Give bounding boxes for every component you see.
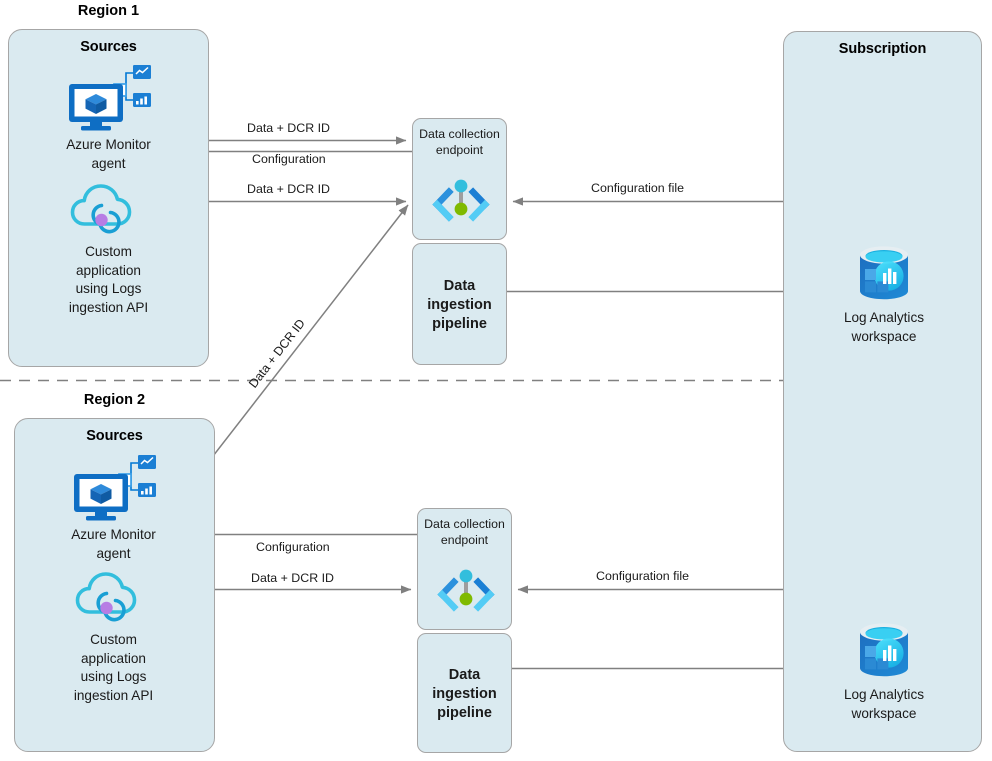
subscription-title: Subscription — [838, 41, 927, 57]
edge-label-cross-region-data-dcr: Data + DCR ID — [246, 316, 308, 391]
pipeline-2-caption: Data ingestion pipeline — [432, 667, 497, 721]
edge-label-r1-configuration-file: Configuration file — [591, 181, 684, 195]
log-analytics-workspace-icon — [852, 242, 916, 306]
edge-label-r2-data-dcr: Data + DCR ID — [251, 571, 334, 585]
data-collection-endpoint-2-box: Data collection endpoint — [417, 508, 512, 630]
log-analytics-workspace-1-caption: Log Analytics workspace — [843, 310, 925, 344]
dce-2-caption: Data collection endpoint — [424, 517, 505, 547]
region-2-label: Region 2 — [83, 392, 146, 408]
edge-label-r2-configuration: Configuration — [256, 540, 330, 554]
azure-monitor-agent-1-caption: Azure Monitor agent — [66, 137, 151, 171]
edge-label-r2-configuration-file: Configuration file — [596, 569, 689, 583]
data-collection-endpoint-icon — [431, 174, 491, 232]
log-analytics-workspace-2-caption: Log Analytics workspace — [843, 687, 925, 721]
log-analytics-workspace-icon — [852, 619, 916, 683]
edge-label-r1-data-dcr-bottom: Data + DCR ID — [247, 182, 330, 196]
data-ingestion-pipeline-2-box: Data ingestion pipeline — [417, 633, 512, 753]
pipeline-1-caption: Data ingestion pipeline — [427, 278, 492, 332]
dce-1-caption: Data collection endpoint — [419, 127, 500, 157]
sources-2-title: Sources — [86, 428, 143, 444]
data-collection-endpoint-icon — [436, 564, 496, 622]
sources-1-title: Sources — [80, 39, 137, 55]
azure-monitor-agent-icon — [66, 62, 152, 132]
azure-monitor-agent-icon — [71, 452, 157, 522]
region-2-sources-box: Sources — [14, 418, 215, 752]
azure-monitor-agent-2-caption: Azure Monitor agent — [71, 527, 156, 561]
custom-application-1-caption: Custom application using Logs ingestion … — [68, 244, 149, 315]
custom-application-cloud-icon — [70, 180, 136, 238]
data-ingestion-pipeline-1-box: Data ingestion pipeline — [412, 243, 507, 365]
custom-application-cloud-icon — [75, 568, 141, 626]
data-collection-endpoint-1-box: Data collection endpoint — [412, 118, 507, 240]
custom-application-2-caption: Custom application using Logs ingestion … — [73, 632, 154, 703]
edge-label-r1-data-dcr-top: Data + DCR ID — [247, 121, 330, 135]
region-1-label: Region 1 — [77, 3, 140, 19]
edge-label-r1-configuration: Configuration — [252, 152, 326, 166]
